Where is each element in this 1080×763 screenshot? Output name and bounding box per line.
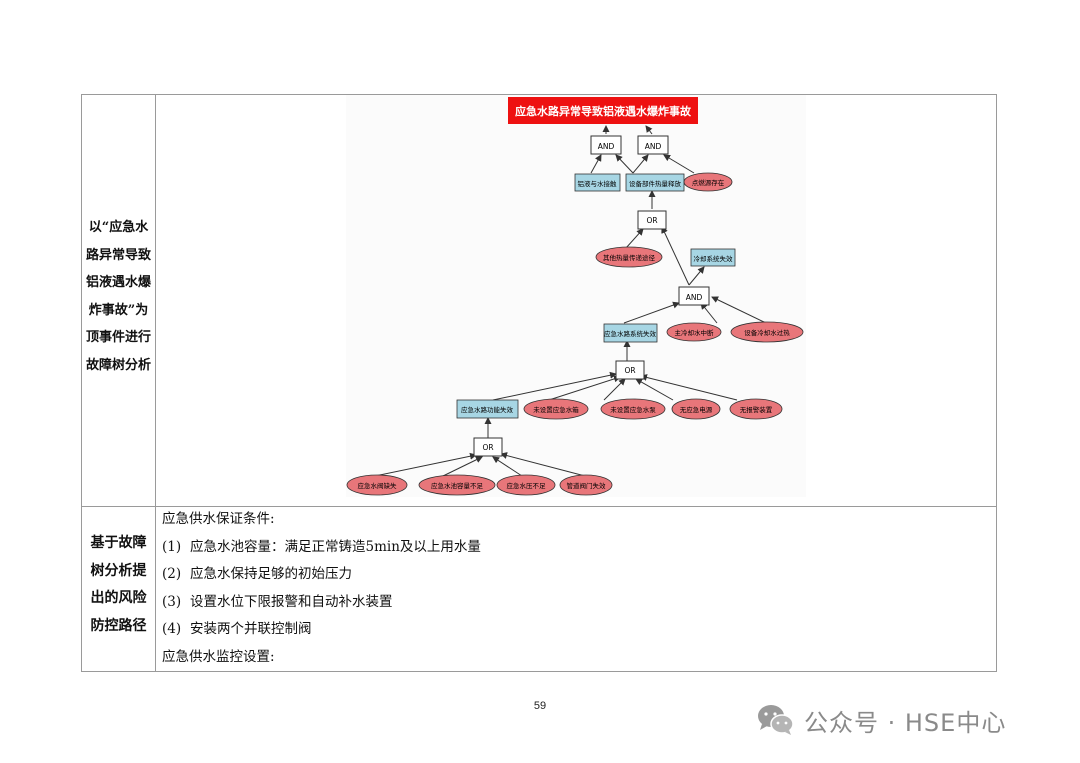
table-column-divider (155, 94, 156, 672)
list-item: (3) 设置水位下限报警和自动补水装置 (162, 589, 992, 617)
basic-event-label: 主冷却水中断 (675, 328, 715, 337)
row-label-line: 路异常导致 (85, 247, 151, 263)
basic-event-label: 设备冷却水过热 (744, 328, 790, 337)
and-gate (590, 135, 622, 155)
and-gate-label: AND (645, 142, 662, 151)
row-label-line: 基于故障 (90, 535, 147, 551)
row-label-fault-tree: 以“应急水 路异常导致 铝液遇水爆 炸事故”为 顶事件进行 故障树分析 (82, 214, 155, 379)
item-number: (4) (162, 621, 182, 638)
row-label-line: 防控路径 (90, 617, 147, 634)
basic-event-label: 应急水阀缺失 (358, 481, 398, 490)
item-text: 设置水位下限报警和自动补水装置 (190, 593, 393, 610)
basic-event-ellipse (666, 322, 722, 342)
basic-event-label: 未设置应急水泵 (610, 405, 656, 414)
row-label-line: 炸事故”为 (88, 302, 149, 318)
basic-event-label: 未设置应急水箱 (533, 405, 579, 414)
list-item: (1) 应急水池容量：满足正常铸造5min及以上用水量 (162, 534, 992, 562)
and-gate (678, 286, 710, 306)
or-gate-label: OR (482, 443, 493, 452)
basic-event-ellipse (496, 474, 556, 496)
basic-event-label: 无应急电源 (680, 405, 713, 414)
item-text: 安装两个并联控制阀 (190, 621, 312, 638)
list-item: (4) 安装两个并联控制阀 (162, 616, 992, 644)
diagram-background (346, 95, 806, 497)
event-label: 设备部件热量释放 (629, 179, 682, 188)
diagram-edges (374, 125, 767, 477)
event-label: 应急水路系统失效 (604, 329, 657, 338)
basic-event-label: 无报警装置 (740, 405, 773, 414)
basic-event-ellipse (523, 398, 589, 420)
row-label-line: 故障树分析 (85, 357, 151, 373)
section-heading: 应急供水监控设置: (162, 648, 275, 665)
row-label-line: 铝液遇水爆 (85, 275, 151, 290)
or-gate-label: OR (624, 366, 635, 375)
or-gate (637, 210, 667, 230)
basic-event-ellipse (729, 398, 783, 420)
document-table (81, 94, 997, 672)
event-box (456, 399, 519, 419)
item-number: (2) (162, 566, 182, 583)
basic-event-label: 其他热量传递途径 (603, 253, 656, 262)
or-gate-label: OR (646, 216, 657, 225)
item-text: 应急水保持足够的初始压力 (190, 566, 352, 583)
row-label-line: 出的风险 (90, 590, 147, 606)
section-heading: 应急供水保证条件: (162, 511, 275, 527)
basic-event-label: 管道阀门失效 (567, 481, 607, 490)
table-row-divider (81, 506, 997, 507)
watermark-text: 公众号 · HSE中心 (804, 708, 1007, 737)
event-label: 应急水路功能失效 (461, 405, 514, 414)
risk-control-content: 应急供水保证条件: (1) 应急水池容量：满足正常铸造5min及以上用水量 (2)… (162, 506, 992, 672)
item-number: (3) (162, 593, 182, 610)
basic-event-label: 点燃源存在 (692, 178, 725, 187)
basic-event-label: 应急水池容量不足 (431, 481, 484, 490)
list-item: (2) 应急水保持足够的初始压力 (162, 561, 992, 589)
row-label-line: 顶事件进行 (85, 330, 151, 345)
row-label-line: 树分析提 (90, 562, 147, 579)
event-box (603, 323, 658, 343)
basic-event-ellipse (600, 398, 666, 420)
item-text: 应急水池容量：满足正常铸造5min及以上用水量 (190, 538, 481, 555)
event-label: 冷却系统失效 (694, 254, 734, 263)
row-label-line: 以“应急水 (88, 220, 149, 235)
wechat-icon (758, 705, 794, 735)
basic-event-ellipse (418, 474, 496, 496)
top-event-box (508, 97, 698, 124)
and-gate (637, 135, 669, 155)
event-box (690, 248, 736, 267)
and-gate-label: AND (598, 142, 615, 151)
basic-event-ellipse (559, 474, 613, 496)
and-gate-label: AND (686, 293, 703, 302)
or-gate (615, 360, 645, 380)
event-box (574, 173, 621, 192)
event-label: 铝液与水接触 (578, 179, 618, 188)
or-gate (473, 437, 503, 457)
basic-event-ellipse (346, 474, 408, 496)
fault-tree-diagram: 应急水路异常导致铝液遇水爆炸事故 AND AND 铝液与水接触 设备部件热量释放… (346, 95, 806, 497)
basic-event-label: 应急水压不足 (507, 481, 547, 490)
basic-event-ellipse (595, 246, 663, 268)
row-label-risk-path: 基于故障 树分析提 出的风险 防控路径 (82, 530, 155, 640)
basic-event-ellipse (671, 398, 721, 420)
watermark: 公众号 · HSE中心 (756, 700, 1006, 740)
page-number: 59 (533, 700, 547, 712)
top-event-label: 应急水路异常导致铝液遇水爆炸事故 (515, 104, 692, 118)
basic-event-ellipse (683, 172, 733, 192)
basic-event-ellipse (730, 321, 804, 343)
item-number: (1) (162, 538, 182, 555)
